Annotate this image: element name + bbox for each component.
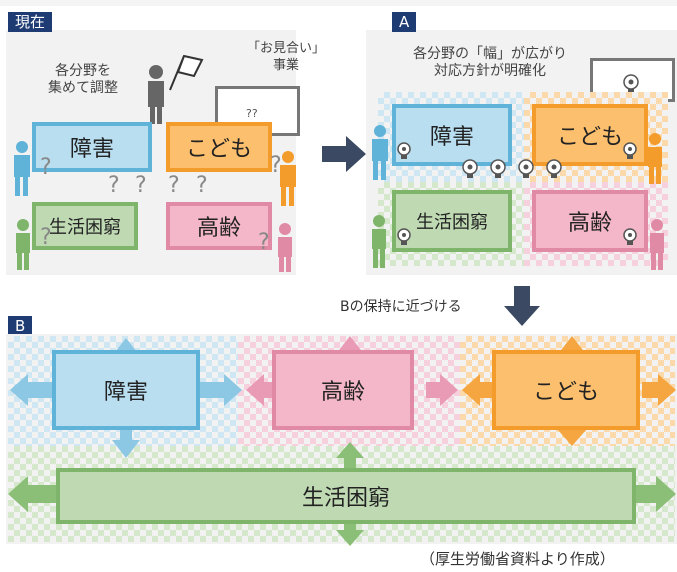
lightbulb-icon [623,142,637,159]
blue-arrows [10,338,242,458]
question-mark: ? [270,153,282,178]
a-box-poverty: 生活困窮 [392,190,512,252]
a-box-elderly: 高齢 [532,190,648,252]
person-icon [650,219,664,270]
current-box-poverty: 生活困窮 [32,202,138,250]
top-strip [0,0,677,6]
question-mark: ? [40,155,52,180]
lightbulb-icon [462,159,562,178]
b-tag: B [8,316,33,336]
current-box-elderly: 高齢 [166,202,272,250]
b-box-children: こども [492,350,640,430]
a-box-disability: 障害 [392,104,512,166]
person-icon [372,125,388,180]
b-box-disability: 障害 [52,350,200,430]
coordinator-with-flag-icon [148,54,204,124]
question-mark: ? [40,225,52,250]
b-box-elderly: 高齢 [272,350,414,430]
question-mark: ? [135,173,147,198]
a-tag: A [392,12,417,32]
person-icon [372,215,386,268]
right-arrow-icon [322,136,366,172]
down-arrow-icon [504,286,540,326]
lightbulb-icon [623,228,637,245]
current-box-disability: 障害 [32,122,152,172]
lightbulb-icon [397,228,411,245]
arrow-label: Bの保持に近づける [340,299,462,315]
person-icon [648,133,662,184]
b-box-poverty: 生活困窮 [56,468,636,524]
question-mark: ? [258,230,270,255]
current-tag: 現在 [8,12,53,32]
current-caption: 各分野を 集めて調整 [48,63,118,96]
question-mark: ? [196,173,208,198]
question-mark: ? [108,173,120,198]
meeting-sign: 「お見合い」 事業 [246,41,325,73]
person-icon [280,151,296,206]
source-note: （厚生労働省資料より作成） [420,550,615,568]
lightbulb-icon [623,74,639,93]
person-icon [14,141,30,196]
person-icon [16,219,30,270]
person-icon [278,223,292,272]
lightbulb-icon [397,142,411,159]
a-caption: 各分野の「幅」が広がり 対応方針が明確化 [413,46,567,79]
current-box-children: こども [166,122,272,172]
question-mark: ? [168,173,180,198]
